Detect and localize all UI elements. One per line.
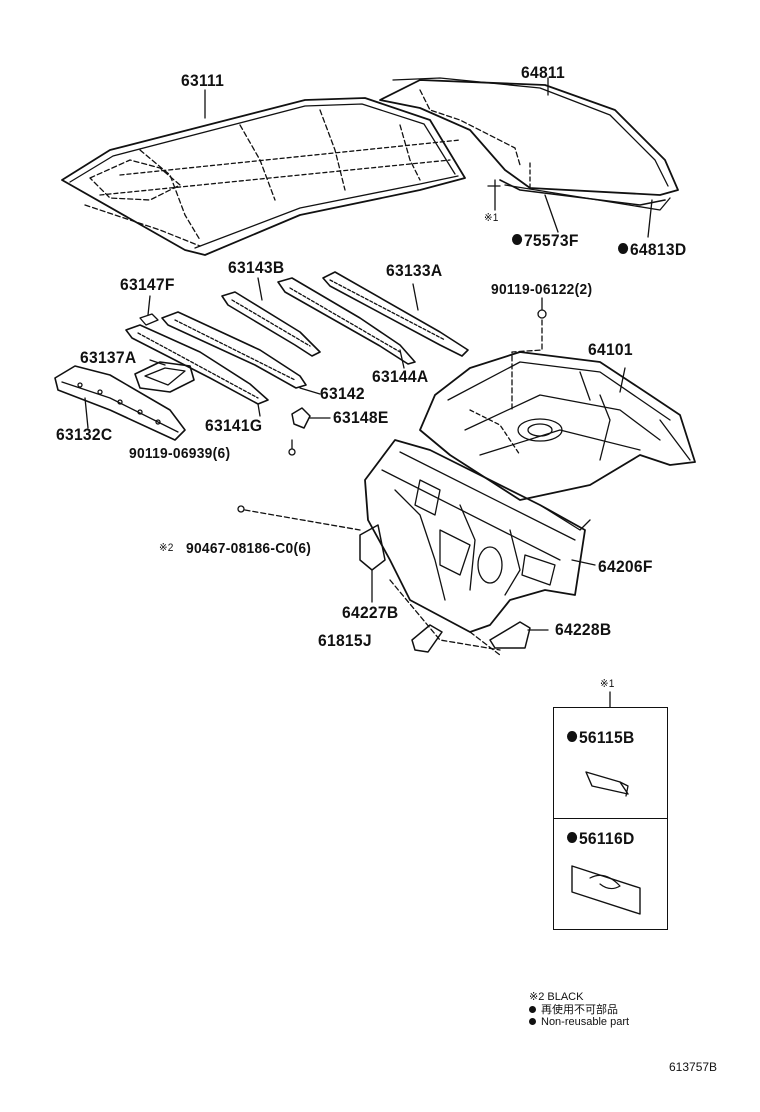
inset-illustrations xyxy=(571,691,641,915)
package-tray-panel-illustration xyxy=(419,297,696,501)
label-63133A: 63133A xyxy=(386,261,443,280)
label-61815J: 61815J xyxy=(318,631,372,650)
non-reusable-dot-icon xyxy=(567,731,578,742)
label-64813D: 64813D xyxy=(618,241,686,258)
inset-label-56115B: 56115B xyxy=(567,729,635,746)
inset-label-56116D-text: 56116D xyxy=(578,829,635,848)
label-75573F-text: 75573F xyxy=(523,231,579,250)
inset-mark: ※1 xyxy=(600,678,615,690)
label-64101: 64101 xyxy=(588,340,633,359)
label-63111: 63111 xyxy=(181,71,225,90)
back-window-glass-illustration xyxy=(379,77,679,238)
non-reusable-dot-icon xyxy=(512,234,523,245)
label-63142: 63142 xyxy=(320,384,365,403)
label-63132C: 63132C xyxy=(56,425,113,444)
diagram-code: 613757B xyxy=(669,1060,718,1074)
label-90467-08186: 90467-08186-C0(6) xyxy=(186,540,312,557)
legend-line2-text: 再使用不可部品 xyxy=(541,1003,618,1016)
label-75573F: 75573F xyxy=(512,232,579,249)
label-64813D-text: 64813D xyxy=(629,240,687,259)
label-63147F: 63147F xyxy=(120,275,175,294)
rear-panel-illustration xyxy=(237,439,596,656)
legend-non-reusable-jp: 再使用不可部品 xyxy=(529,1004,629,1017)
label-63141G: 63141G xyxy=(205,416,263,435)
legend-line3-text: Non-reusable part xyxy=(541,1016,630,1029)
label-63144A: 63144A xyxy=(372,367,429,386)
label-64227B: 64227B xyxy=(342,603,399,622)
inset-divider xyxy=(554,818,667,819)
non-reusable-dot-icon xyxy=(529,1018,536,1026)
note1-mark: ※1 xyxy=(484,212,499,224)
legend-non-reusable-en: Non-reusable part xyxy=(529,1016,629,1029)
label-90119-06122: 90119-06122(2) xyxy=(491,281,593,298)
inset-label-56115B-text: 56115B xyxy=(578,728,635,747)
non-reusable-dot-icon xyxy=(529,1005,536,1013)
label-63143B: 63143B xyxy=(228,258,285,277)
legend-black-note: ※2 BLACK xyxy=(529,991,584,1003)
roof-panel-illustration xyxy=(61,89,466,256)
label-90119-06939: 90119-06939(6) xyxy=(129,445,231,462)
label-63137A: 63137A xyxy=(80,348,137,367)
non-reusable-dot-icon xyxy=(567,832,578,843)
legend: ※2 BLACK 再使用不可部品 Non-reusable part xyxy=(529,991,629,1029)
label-63148E: 63148E xyxy=(333,408,389,427)
label-64228B: 64228B xyxy=(555,620,612,639)
label-64206F: 64206F xyxy=(598,557,653,576)
roof-rails-illustration xyxy=(54,271,469,456)
non-reusable-dot-icon xyxy=(618,243,629,254)
label-64811: 64811 xyxy=(521,63,566,82)
inset-label-56116D: 56116D xyxy=(567,830,635,847)
note2-mark: ※2 xyxy=(159,542,174,554)
inset-box xyxy=(553,707,668,930)
